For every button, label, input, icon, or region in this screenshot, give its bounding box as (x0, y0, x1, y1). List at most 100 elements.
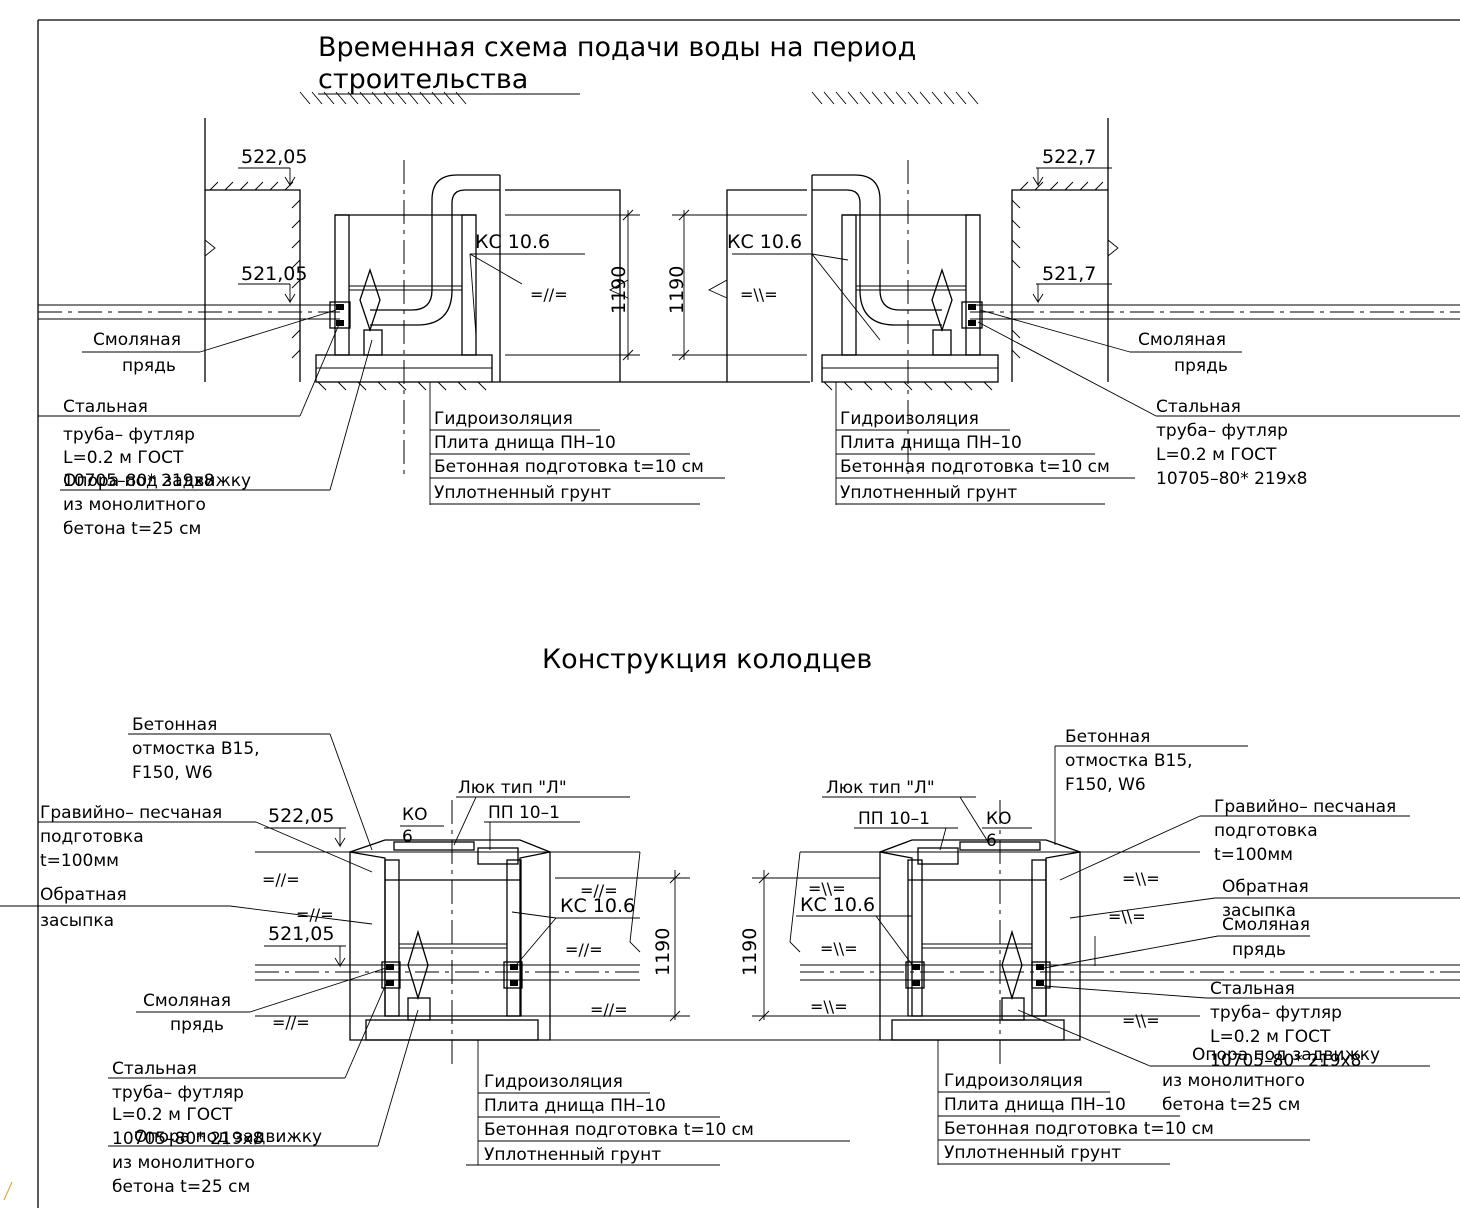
gravel-br-2: подготовка (1214, 821, 1318, 841)
support-br-1: Опора под задвижку (1192, 1045, 1380, 1065)
elev-521-05: 521,05 (241, 263, 307, 285)
layer-tl-4: Уплотненный грунт (434, 483, 611, 503)
gravel-bl-1: Гравийно– песчаная (40, 803, 222, 823)
layer-tr-4: Уплотненный грунт (840, 483, 1017, 503)
steel-br-2: труба– футляр (1210, 1003, 1342, 1023)
gravel-br-3: t=100мм (1214, 845, 1293, 865)
dim-1190-br: 1190 (739, 928, 761, 976)
resin-tr-1: Смоляная (1138, 330, 1226, 350)
ko-bl-1: КО (402, 805, 427, 825)
resin-tl-1: Смоляная (93, 330, 181, 350)
support-br-2: из монолитного (1162, 1071, 1305, 1091)
soil-bl-4: =//= (580, 881, 618, 900)
soil-bl-5: =//= (565, 940, 603, 959)
title-top-line2: строительства (318, 64, 528, 95)
soil-br-2: =\\= (820, 939, 858, 958)
dim-1190-tr: 1190 (666, 266, 688, 314)
ko-br-2: 6 (986, 831, 997, 851)
layer-tl-2: Плита днища ПН–10 (434, 433, 616, 453)
ks-label-tr: КС 10.6 (727, 231, 802, 253)
layer-bl-4: Уплотненный грунт (484, 1145, 661, 1165)
concrete-br-1: Бетонная (1065, 727, 1150, 747)
steel-tr-1: Стальная (1156, 397, 1241, 417)
ko-bl-2: 6 (402, 827, 413, 847)
elev-521-7: 521,7 (1042, 263, 1096, 285)
resin-tr-2: прядь (1174, 356, 1228, 376)
concrete-bl-3: F150, W6 (132, 763, 213, 783)
support-bl-3: бетона t=25 см (112, 1177, 250, 1197)
resin-bl-2: прядь (170, 1015, 224, 1035)
steel-bl-4: 10705–80* 219х8 (112, 1129, 263, 1149)
gravel-bl-3: t=100мм (40, 851, 119, 871)
resin-bl-1: Смоляная (143, 991, 231, 1011)
steel-br-1: Стальная (1210, 979, 1295, 999)
elev-522-7: 522,7 (1042, 146, 1096, 168)
soil-bl-6: =//= (590, 1000, 628, 1019)
support-tl-2: из монолитного (63, 495, 206, 515)
well-bottom-right: =\\= =\\= =\\= =\\= =\\= =\\= (752, 800, 1460, 1065)
concrete-bl-1: Бетонная (132, 715, 217, 735)
gravel-bl-2: подготовка (40, 827, 144, 847)
layer-tr-2: Плита днища ПН–10 (840, 433, 1022, 453)
steel-bl-2: труба– футляр (112, 1083, 244, 1103)
layer-bl-1: Гидроизоляция (484, 1072, 623, 1092)
concrete-bl-2: отмостка В15, (132, 739, 260, 759)
ks-label-tl: КС 10.6 (475, 231, 550, 253)
layer-tr-3: Бетонная подготовка t=10 см (840, 457, 1110, 477)
labels-bottom-right: Бетонная отмостка В15, F150, W6 Люк тип … (739, 727, 1460, 1165)
dim-1190-tl: 1190 (608, 266, 630, 314)
layer-tl-3: Бетонная подготовка t=10 см (434, 457, 704, 477)
steel-tr-3: L=0.2 м ГОСТ (1156, 445, 1277, 465)
elev-bl-522: 522,05 (268, 805, 334, 827)
soil-mark-tr: =\\= (740, 285, 778, 304)
layer-bl-2: Плита днища ПН–10 (484, 1096, 666, 1116)
well-top-left: =//= (38, 118, 810, 480)
soil-bl-2: =//= (296, 905, 334, 924)
well-top-right: =\\= (672, 118, 1460, 480)
ko-br-1: КО (986, 809, 1011, 829)
ks-label-br: КС 10.6 (800, 894, 875, 916)
steel-tl-1: Стальная (63, 397, 148, 417)
steel-tl-3: L=0.2 м ГОСТ (63, 448, 184, 468)
layer-tr-1: Гидроизоляция (840, 409, 979, 429)
resin-tl-2: прядь (122, 356, 176, 376)
steel-tl-4: 10705–80* 219х8 (63, 471, 214, 491)
hatch-br: Люк тип "Л" (826, 778, 935, 798)
orange-mark (3, 1181, 13, 1201)
steel-tr-2: труба– футляр (1156, 421, 1288, 441)
resin-br-2: прядь (1232, 940, 1286, 960)
elev-522-05: 522,05 (241, 146, 307, 168)
layer-tl-1: Гидроизоляция (434, 409, 573, 429)
concrete-br-2: отмостка В15, (1065, 751, 1193, 771)
ks-label-bl: КС 10.6 (560, 895, 635, 917)
soil-br-6: =\\= (1122, 1011, 1160, 1030)
backfill-br-2: засыпка (1222, 901, 1296, 921)
support-tl-1: Опора под задвижку (63, 471, 251, 491)
resin-br-1: Смоляная (1222, 915, 1310, 935)
steel-tr-4: 10705–80* 219х8 (1156, 469, 1307, 489)
steel-bl-3: L=0.2 м ГОСТ (112, 1105, 233, 1125)
soil-br-1: =\\= (808, 879, 846, 898)
support-tl-3: бетона t=25 см (63, 519, 201, 539)
labels-bottom-left: Бетонная отмостка В15, F150, W6 Люк тип … (0, 715, 850, 1197)
concrete-br-3: F150, W6 (1065, 775, 1146, 795)
pp-bl: ПП 10–1 (488, 803, 560, 823)
support-bl-2: из монолитного (112, 1153, 255, 1173)
soil-br-4: =\\= (1122, 869, 1160, 888)
layer-br-2: Плита днища ПН–10 (944, 1095, 1126, 1115)
hatch-bl: Люк тип "Л" (458, 778, 567, 798)
steel-tl-2: труба– футляр (63, 425, 195, 445)
sheet-frame (37, 19, 1460, 1208)
pp-br: ПП 10–1 (858, 809, 930, 829)
layer-br-3: Бетонная подготовка t=10 см (944, 1119, 1214, 1139)
labels-top-right: 522,7 521,7 КС 10.6 1190 Смоляная прядь … (666, 146, 1460, 505)
steel-br-3: L=0.2 м ГОСТ (1210, 1027, 1331, 1047)
title-bottom: Конструкция колодцев (542, 644, 872, 675)
soil-mark-tl: =//= (530, 285, 568, 304)
labels-top-left: 522,05 521,05 КС 10.6 1190 Смоляная пряд… (38, 146, 725, 539)
layer-bl-3: Бетонная подготовка t=10 см (484, 1120, 754, 1140)
backfill-bl-1: Обратная (40, 885, 127, 905)
soil-bl-1: =//= (262, 870, 300, 889)
backfill-br-1: Обратная (1222, 877, 1309, 897)
